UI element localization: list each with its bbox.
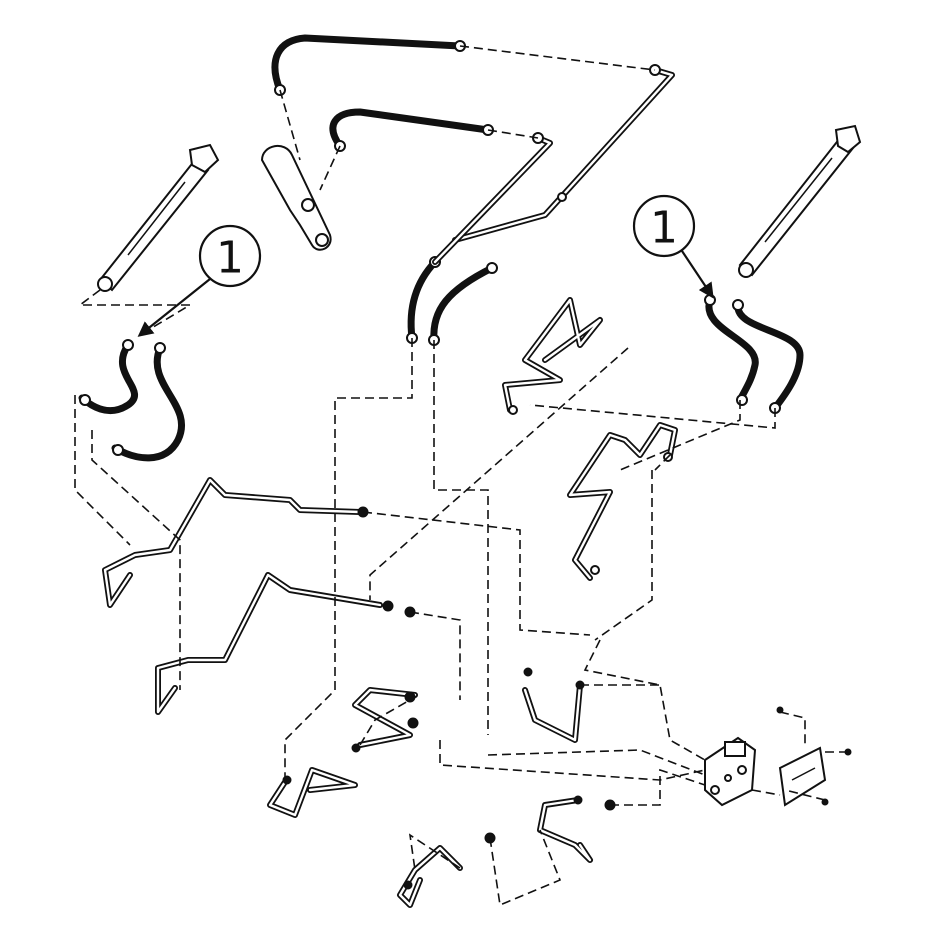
- lower-tube-b: [267, 767, 358, 818]
- center-zigzag-tube-upper: [502, 297, 603, 415]
- callout-left-label: 1: [216, 233, 244, 284]
- left-hydraulic-cylinder: [97, 143, 220, 292]
- left-upper-tube: [102, 477, 369, 608]
- top-hose-short: [329, 108, 494, 152]
- center-zigzag-tube-lower: [567, 422, 678, 581]
- center-hose-pair: [406, 256, 498, 346]
- dashed-routing-lines: [74, 45, 848, 907]
- callout-left: 1: [137, 224, 262, 337]
- lower-tube-c: [522, 667, 585, 743]
- callout-right-label: 1: [650, 203, 678, 254]
- left-hose-pair: [78, 339, 186, 462]
- lower-tube-d: [537, 795, 616, 863]
- callout-right: 1: [632, 194, 714, 299]
- top-valve-bracket: [260, 145, 332, 251]
- lower-tube-a: [351, 687, 419, 753]
- top-hose-long: [271, 34, 466, 96]
- right-hydraulic-cylinder: [738, 124, 862, 278]
- valve-mounting-bracket: [776, 706, 852, 807]
- control-valve: [704, 736, 757, 807]
- lower-tube-e: [397, 832, 496, 908]
- rigid-line-top-right: [432, 64, 675, 265]
- right-hose-pair: [704, 294, 804, 414]
